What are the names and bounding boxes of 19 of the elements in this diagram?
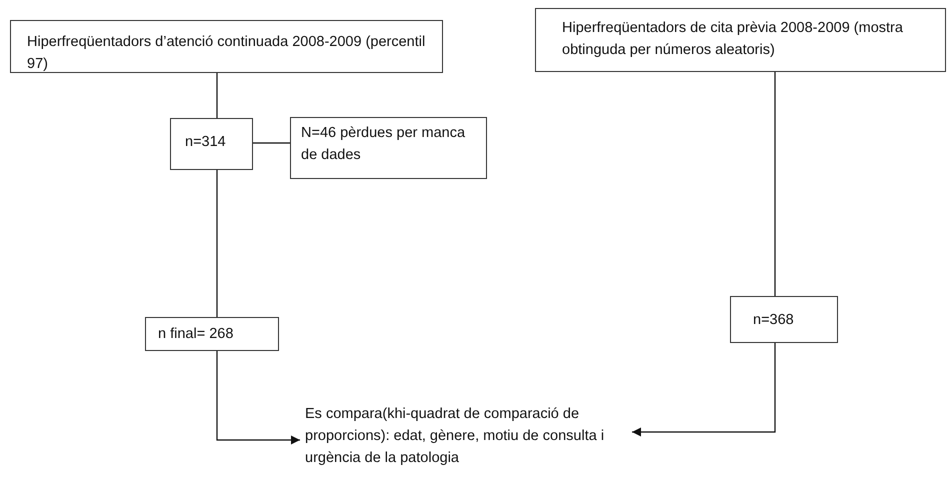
process-box (535, 8, 946, 72)
box-text: Hiperfreqüentadors d’atenció continuada 2008-2009 (percentil 97) (27, 33, 426, 74)
process-box (290, 117, 487, 179)
box-text: n final= 268 (158, 325, 234, 344)
process-box (10, 20, 443, 73)
count-box (170, 118, 253, 170)
count-box (730, 296, 838, 343)
arrow (632, 343, 776, 436)
box-text: n=368 (753, 311, 795, 330)
box-text: n=314 (185, 133, 227, 152)
count-box (145, 317, 279, 351)
connector-line (253, 142, 290, 144)
box-text: N=46 pèrdues per manca de dades (301, 124, 466, 165)
connector-line (216, 73, 218, 118)
box-text: Hiperfreqüentadors de cita prèvia 2008-2009 (mostra obtinguda per números aleatoris) (562, 19, 904, 60)
connector-line (216, 170, 218, 317)
comparison-text: Es compara(khi-quadrat de comparació de proporcions): edat, gènere, motiu de consulta i urgència de la patologia (305, 405, 606, 468)
connector-line (774, 72, 776, 296)
arrow (216, 351, 300, 444)
